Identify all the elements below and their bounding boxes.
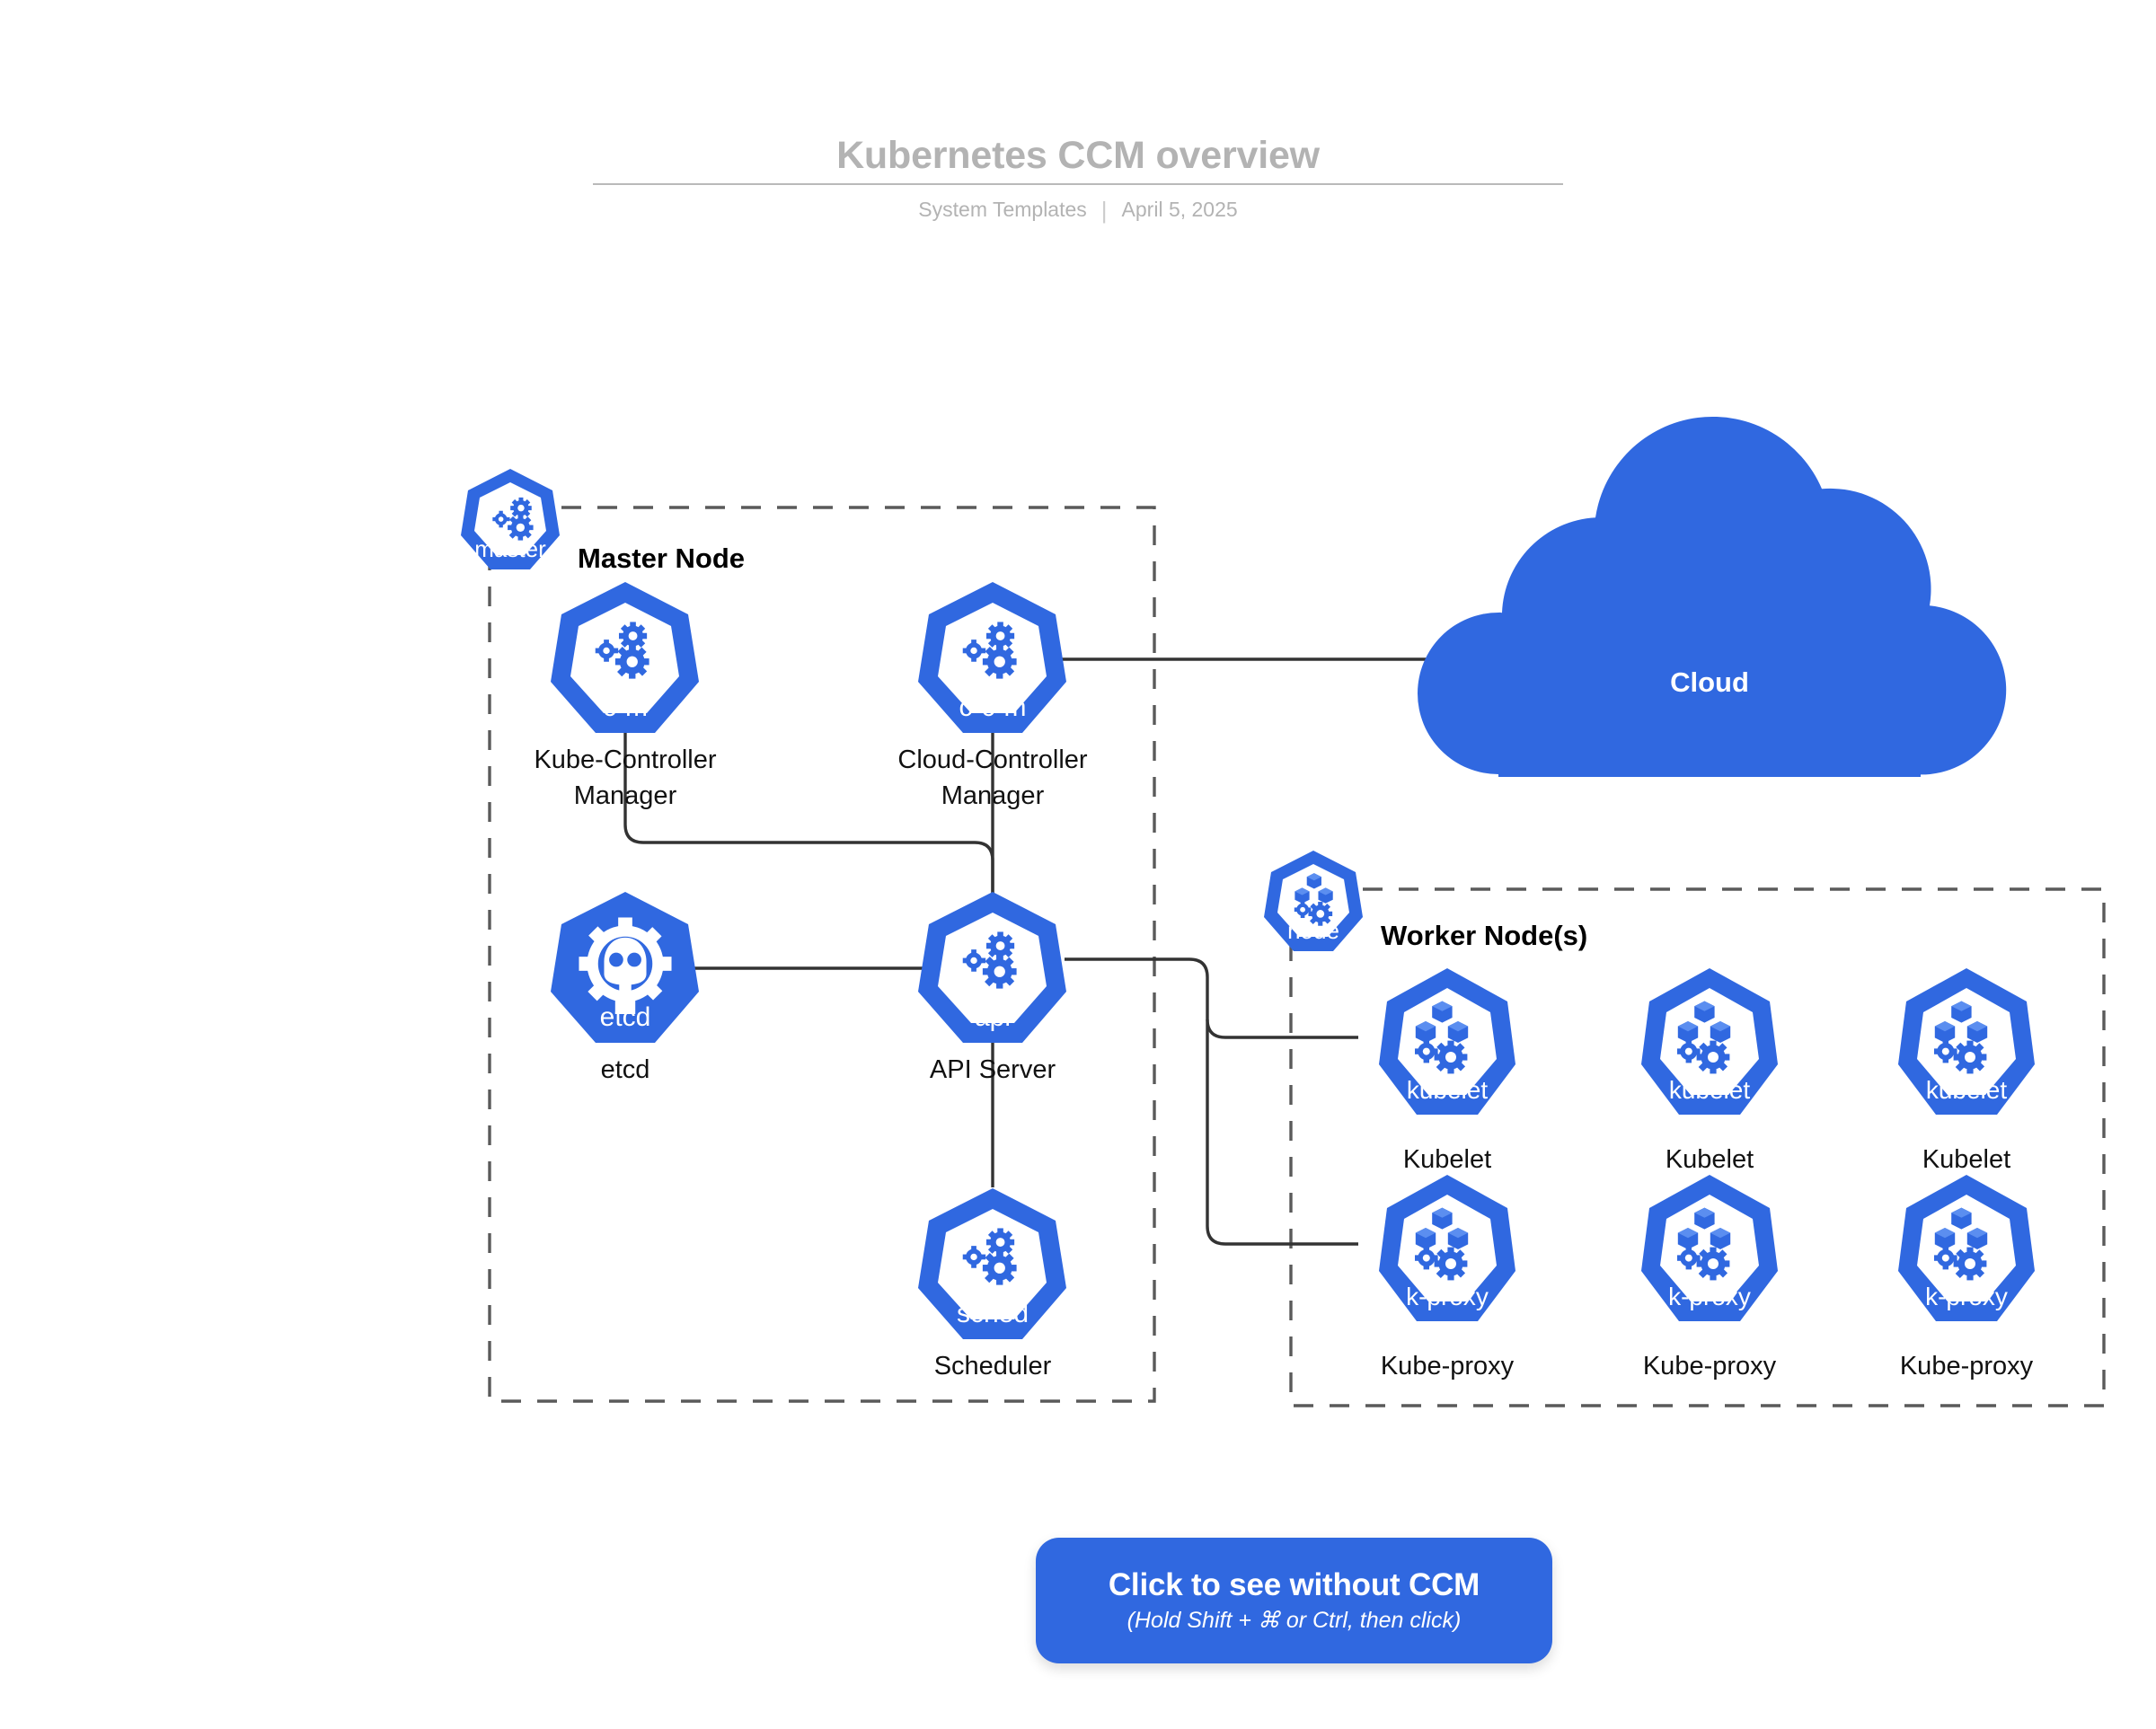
page-header: Kubernetes CCM overview System Templates…: [0, 134, 2156, 222]
kproxy2-label: Kube-proxy: [1643, 1352, 1777, 1381]
sched-label: Scheduler: [934, 1352, 1052, 1381]
kubelet1-badge-text: kubelet: [1407, 1076, 1489, 1104]
kproxy1-label: Kube-proxy: [1381, 1352, 1515, 1381]
header-subtitle: System Templates | April 5, 2025: [0, 198, 2156, 222]
cloud-shape: [1418, 416, 2007, 777]
worker-node-boundary: [1289, 887, 2106, 1407]
ccm-label-line2: Manager: [941, 781, 1045, 810]
kproxy2-badge-text: k-proxy: [1668, 1283, 1751, 1310]
node-kube-proxy-3[interactable]: k-proxy Kube-proxy: [1898, 1175, 2035, 1381]
kubelet3-label: Kubelet: [1922, 1145, 2010, 1174]
node-etcd[interactable]: etcd etcd: [551, 892, 699, 1084]
kubelet2-label: Kubelet: [1666, 1145, 1754, 1174]
toggle-ccm-view-button[interactable]: Click to see without CCM (Hold Shift + ⌘…: [1036, 1538, 1552, 1663]
api-badge-text: api: [975, 1002, 1011, 1032]
connector-api-to-kubelet: [1065, 957, 1358, 1039]
page-title: Kubernetes CCM overview: [836, 134, 1320, 177]
kubelet1-label: Kubelet: [1403, 1145, 1491, 1174]
etcd-label: etcd: [601, 1055, 650, 1084]
master-node-boundary: [488, 506, 1156, 1403]
sched-badge-text: sched: [957, 1299, 1029, 1328]
kubelet2-badge-text: kubelet: [1669, 1076, 1751, 1104]
ccm-label-line1: Cloud-Controller: [897, 745, 1087, 774]
master-node-badge: master: [461, 469, 560, 569]
cm-label-line1: Kube-Controller: [534, 745, 716, 774]
node-cloud-controller-manager[interactable]: c-c-m Cloud-Controller Manager: [897, 582, 1088, 810]
kproxy1-badge-text: k-proxy: [1406, 1283, 1489, 1310]
master-node-title: Master Node: [578, 543, 745, 574]
ccm-badge-text: c-c-m: [959, 692, 1027, 722]
kproxy3-badge-text: k-proxy: [1925, 1283, 2008, 1310]
header-divider: [593, 183, 1563, 186]
etcd-badge-text: etcd: [600, 1002, 651, 1032]
node-kube-proxy-2[interactable]: k-proxy Kube-proxy: [1641, 1175, 1778, 1381]
cloud-label: Cloud: [1670, 666, 1749, 698]
node-kube-controller-manager[interactable]: c-m Kube-Controller Manager: [534, 582, 717, 810]
kproxy3-label: Kube-proxy: [1900, 1352, 2034, 1381]
connector-api-to-kproxy: [1206, 1019, 1358, 1246]
cta-main-label: Click to see without CCM: [1108, 1567, 1480, 1602]
worker-node-title: Worker Node(s): [1381, 920, 1587, 951]
node-kubelet-2[interactable]: kubelet Kubelet: [1641, 968, 1778, 1174]
cta-sub-label: (Hold Shift + ⌘ or Ctrl, then click): [1127, 1608, 1462, 1633]
api-label: API Server: [930, 1055, 1056, 1084]
node-scheduler[interactable]: sched Scheduler: [918, 1188, 1066, 1381]
worker-badge-text: node: [1287, 917, 1339, 944]
header-date: April 5, 2025: [1121, 198, 1238, 222]
header-source: System Templates: [918, 198, 1087, 222]
node-api-server[interactable]: api API Server: [918, 892, 1066, 1084]
node-kubelet-3[interactable]: kubelet Kubelet: [1898, 968, 2035, 1174]
master-badge-text: master: [474, 535, 546, 562]
node-kubelet-1[interactable]: kubelet Kubelet: [1379, 968, 1515, 1174]
worker-node-badge: node: [1264, 851, 1363, 951]
node-kube-proxy-1[interactable]: k-proxy Kube-proxy: [1379, 1175, 1515, 1381]
cm-badge-text: c-m: [603, 692, 648, 722]
kubelet3-badge-text: kubelet: [1926, 1076, 2008, 1104]
cm-label-line2: Manager: [574, 781, 677, 810]
header-separator: |: [1100, 196, 1108, 224]
